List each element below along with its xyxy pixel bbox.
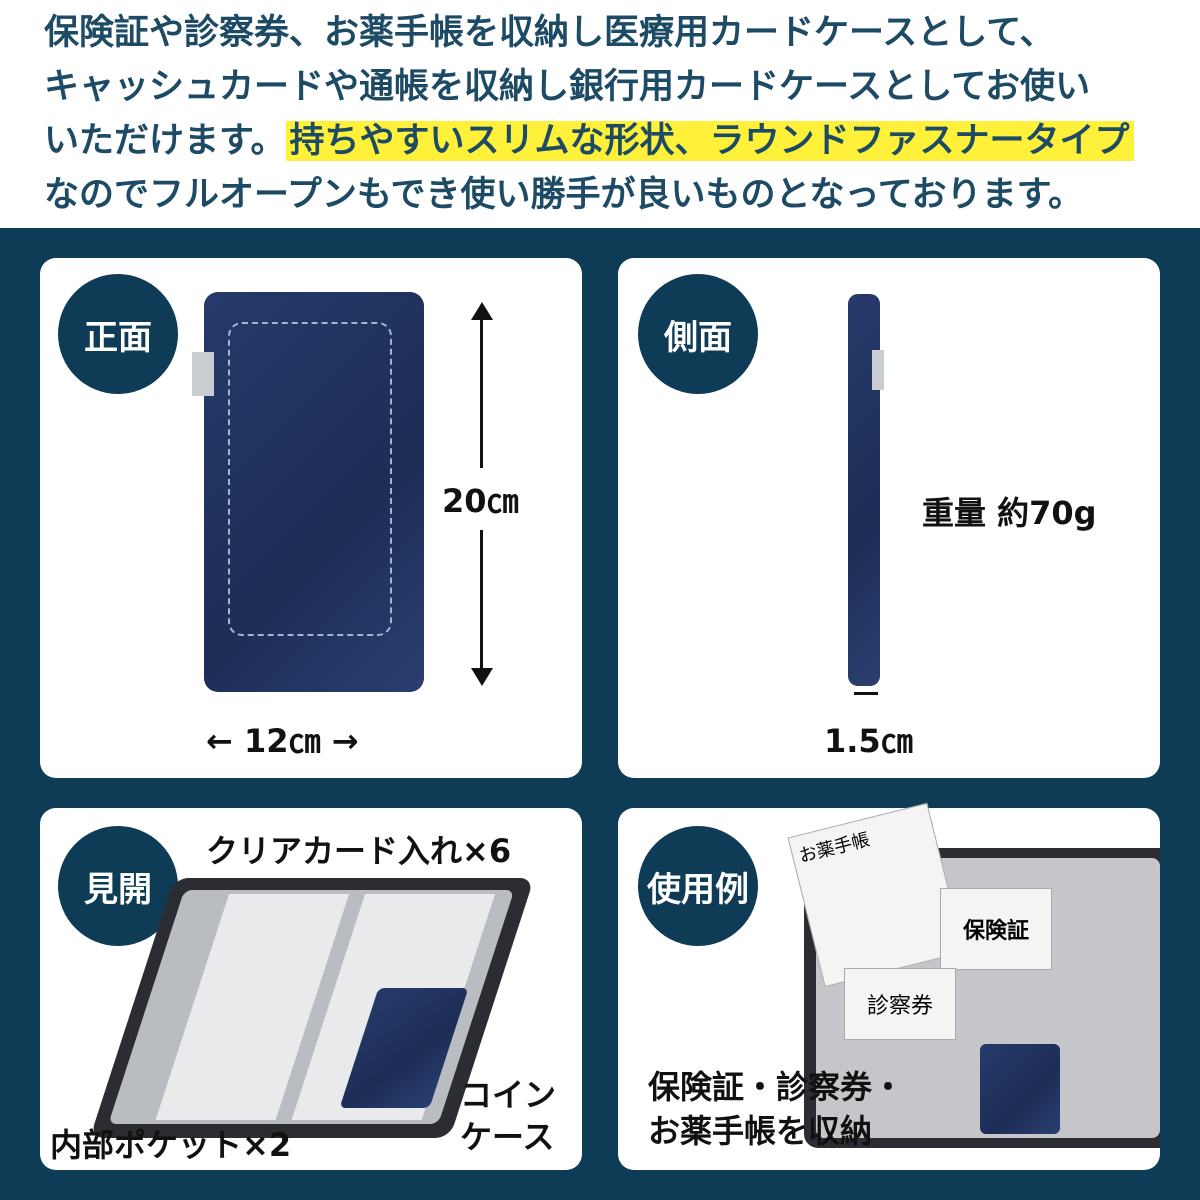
weight-label: 重量 約70g	[922, 494, 1097, 532]
height-label: 20㎝	[442, 482, 519, 520]
usage-caption-2: お薬手帳を収納	[648, 1112, 873, 1150]
coin-label-1: コイン	[460, 1076, 557, 1114]
intro-line-2: キャッシュカードや通帳を収納し銀行用カードケースとしてお使い	[44, 67, 1091, 107]
pockets-label: 内部ポケット×2	[50, 1126, 292, 1164]
width-label: ← 12㎝ →	[206, 722, 359, 760]
coin-label-2: ケース	[460, 1118, 555, 1156]
case-side-image	[848, 294, 884, 686]
intro-line-3: いただけます。持ちやすいスリムな形状、ラウンドファスナータイプ	[44, 114, 1194, 168]
thickness-label: 1.5㎝	[824, 722, 913, 760]
panel-front: 正面 20㎝ ← 12㎝ →	[40, 258, 582, 778]
intro-line-3-plain: いただけます。	[44, 121, 286, 161]
panel-side: 側面 重量 約70g 1.5㎝	[618, 258, 1160, 778]
usage-caption-1: 保険証・診察券・	[648, 1068, 905, 1106]
badge-side: 側面	[638, 274, 758, 394]
case-usage-image: お薬手帳 保険証 診察券	[787, 802, 1160, 1148]
intro-highlight: 持ちやすいスリムな形状、ラウンドファスナータイプ	[285, 121, 1134, 161]
card-insurance: 保険証	[940, 888, 1052, 970]
intro-line-4: なのでフルオープンもでき使い勝手が良いものとなっております。	[44, 175, 1084, 215]
cards-label: クリアカード入れ×6	[206, 832, 512, 870]
width-value: 12㎝	[243, 722, 321, 760]
panel-usage: 使用例 お薬手帳 保険証 診察券 保険証・診察券・ お薬手帳を収納	[618, 802, 1160, 1170]
panel-open: 見開 クリアカード入れ×6 コイン ケース 内部ポケット×2	[40, 808, 582, 1170]
intro-line-1: 保険証や診察券、お薬手帳を収納し医療用カードケースとして、	[44, 13, 1055, 53]
intro-text: 保険証や診察券、お薬手帳を収納し医療用カードケースとして、 キャッシュカードや通…	[44, 6, 1194, 222]
case-front-image	[192, 292, 424, 692]
badge-front: 正面	[58, 274, 178, 394]
card-consultation: 診察券	[844, 968, 956, 1040]
badge-usage: 使用例	[638, 826, 758, 946]
